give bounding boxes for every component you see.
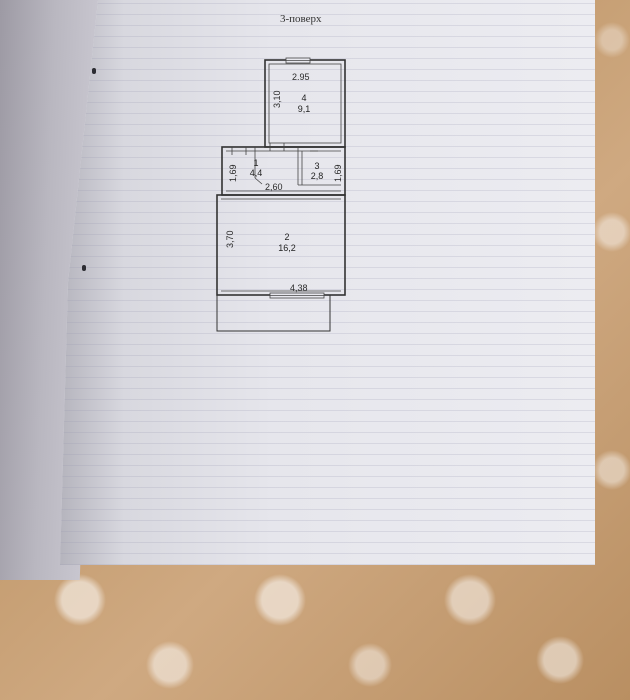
room-1-number: 1 <box>253 158 258 168</box>
room-4-number: 4 <box>301 93 306 103</box>
binder-hole <box>92 68 96 74</box>
floor-label: 3-поверх <box>280 13 322 25</box>
balcony-outline <box>216 294 331 332</box>
room-2-area: 16,2 <box>278 243 296 253</box>
binder-hole <box>82 265 86 271</box>
document-sheet <box>60 0 595 565</box>
dim-bottom-width: 4,38 <box>290 283 308 293</box>
dim-room1-height: 1,69 <box>228 164 238 182</box>
room-2-number: 2 <box>284 232 289 242</box>
room-1-area: 4,4 <box>250 168 263 178</box>
room-3-number: 3 <box>314 161 319 171</box>
dim-room4-height: 3,10 <box>272 90 282 108</box>
dim-top-width: 2.95 <box>292 72 310 82</box>
dim-corridor-width: 2,60 <box>265 182 283 192</box>
room-4-area: 9,1 <box>298 104 311 114</box>
room-1-3-outline <box>221 146 346 196</box>
dim-room2-height: 3,70 <box>225 230 235 248</box>
dim-room3-height: 1,69 <box>333 164 343 182</box>
room-3-area: 2,8 <box>311 171 324 181</box>
